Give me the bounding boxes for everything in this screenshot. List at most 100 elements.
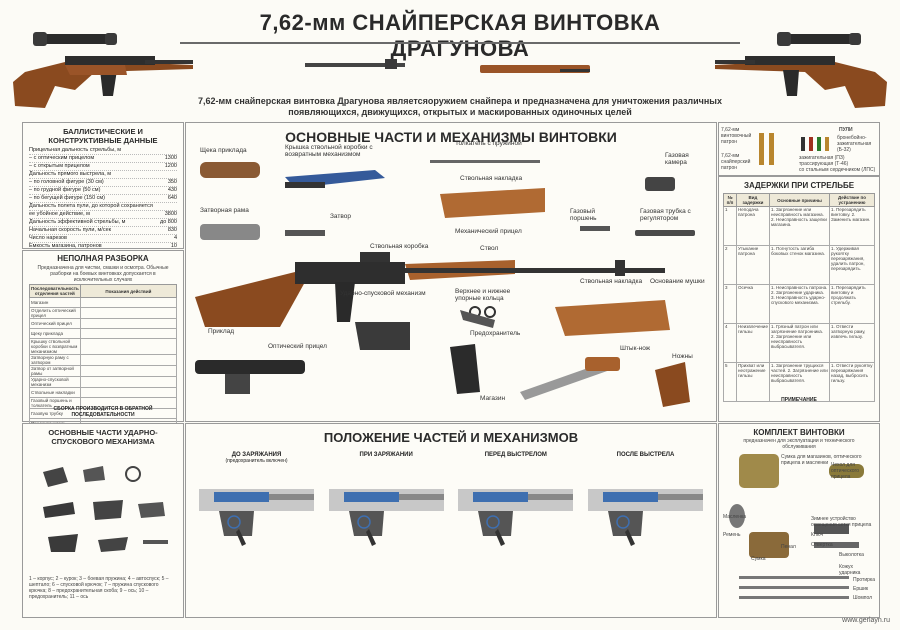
ballistic-key: Прицельная дальность стрельбы, м: [29, 147, 122, 153]
ballistic-value: 830: [167, 227, 177, 233]
delay-fix: 1. Перезарядить винтовку. 2. Заменить ма…: [829, 206, 875, 246]
delay-fix: 1. Перезарядить винтовку и продолжать ст…: [829, 284, 875, 324]
ballistic-row: Дальность полета пули, до которой сохран…: [29, 203, 177, 211]
label-gas-chamber: Газовая камера: [665, 152, 689, 166]
delays-panel: ЗАДЕРЖКИ ПРИ СТРЕЛЬБЕ № п/п Вид задержки…: [718, 176, 880, 422]
kit-label: Ершик: [853, 586, 869, 592]
trigger-parts-legend: 1 – корпус; 2 – курок; 3 – боевая пружин…: [29, 576, 169, 600]
delay-n: 1: [723, 206, 737, 246]
ballistic-key: – по грудной фигуре (50 см): [29, 187, 101, 193]
kit-drawing: [729, 454, 864, 599]
ballistic-title: БАЛЛИСТИЧЕСКИЕ И КОНСТРУКТИВНЫЕ ДАННЫЕ: [48, 127, 158, 145]
label-receiver: Ствольная коробка: [370, 243, 429, 250]
stage-diagram: [587, 489, 703, 546]
disassembly-action: [79, 297, 178, 308]
delay-n: 3: [723, 284, 737, 324]
disassembly-action: [79, 387, 178, 398]
delay-n: 5: [723, 362, 737, 402]
label-bolt: Затвор: [330, 213, 351, 220]
stage-diagram: [199, 489, 314, 546]
label-rear-sight: Механический прицел: [455, 228, 522, 235]
ammo-panel: 7,62-мм винтовочный патрон 7,62-мм снайп…: [718, 122, 880, 176]
label-front-sight: Основание мушки: [650, 278, 705, 285]
disassembly-subtitle: Предназначена для чистки, смазки и осмот…: [37, 265, 169, 283]
position-stage: ПОСЛЕ ВЫСТРЕЛА: [583, 452, 708, 602]
label-bolt-carrier: Затворная рама: [200, 207, 249, 214]
kit-label: Зимнее устройство освещения сетки прицел…: [811, 516, 872, 528]
ballistic-row: – по головной фигуре (30 см) 350: [29, 179, 177, 187]
kit-label: Ремень: [723, 532, 741, 538]
intro-text: 7,62-мм снайперская винтовка Драгунова я…: [197, 96, 723, 117]
disassembly-action: [79, 354, 178, 366]
disassembly-row: Магазин: [29, 297, 178, 308]
ballistic-key: – с оптическим прицелом: [29, 155, 95, 161]
disassembly-action: [79, 365, 178, 377]
top-center-parts: [305, 59, 590, 73]
delay-kind: Неподача патрона: [736, 206, 770, 246]
label-stock: Приклад: [208, 328, 235, 335]
ammo-label-7: со стальным сердечником (ЛПС): [799, 167, 876, 173]
delay-cause: 1. Загрязнение или неисправность магазин…: [768, 206, 831, 246]
label-scope: Оптический прицел: [268, 343, 327, 350]
delay-kind: Утыкание патрона: [736, 245, 770, 285]
kit-subtitle: предназначен для эксплуатации и техничес…: [743, 438, 855, 450]
label-barrel-cover: Ствольная накладка: [460, 175, 523, 182]
disassembly-col2: Показания действий: [79, 284, 178, 298]
disassembly-item: Ударно-спусковой механизм: [29, 376, 81, 388]
delay-fix: 1. Удерживая рукоятку перезаряжания, уда…: [829, 245, 875, 285]
ballistic-key: Начальная скорость пули, м/сек: [29, 227, 112, 233]
disassembly-item: Ствольные накладки: [29, 387, 81, 398]
delay-cause: 1. Грязный патрон или загрязнение патрон…: [768, 323, 831, 363]
disassembly-action: [79, 328, 178, 339]
disassembly-action: [79, 307, 178, 319]
ballistic-key: Дальность эффективной стрельбы, м: [29, 219, 126, 225]
ballistic-value: 350: [167, 179, 177, 185]
disassembly-row: Ударно-спусковой механизм: [29, 376, 178, 388]
delay-kind: Неизвлечение гильзы: [736, 323, 770, 363]
ballistic-value: 430: [167, 187, 177, 193]
label-safety: Предохранитель: [470, 330, 521, 337]
stage-diagram: [458, 489, 574, 546]
trigger-parts-drawing: [43, 466, 168, 552]
label-gas-piston: Газовый поршень: [570, 208, 597, 222]
kit-title: КОМПЛЕКТ ВИНТОВКИ: [753, 428, 845, 437]
delays-h2: Вид задержки: [736, 193, 770, 207]
disassembly-action: [79, 376, 178, 388]
footer-url: www.gerlayn.ru: [842, 617, 890, 624]
label-pusher: Толкатель с пружиной: [455, 140, 522, 147]
kit-label: Отвертка: [811, 542, 833, 548]
ballistic-row: – по грудной фигуре (50 см) 430: [29, 187, 177, 195]
ammo-label-6: трассирующая (Т-46): [799, 161, 849, 167]
disassembly-item: Щеку приклада: [29, 328, 81, 339]
position-stage: ПРИ ЗАРЯЖАНИИ: [324, 452, 449, 602]
trigger-parts-panel: ОСНОВНЫЕ ЧАСТИ УДАРНО-СПУСКОВОГО МЕХАНИЗ…: [22, 423, 184, 618]
kit-label: Пенал: [781, 544, 796, 550]
ammo-label-1: 7,62-мм винтовочный патрон: [721, 127, 752, 145]
ballistic-key: – по головной фигуре (30 см): [29, 179, 104, 185]
disassembly-row: Затвор от затворной рамы: [29, 365, 178, 377]
ballistic-key: – по бегущей фигуре (150 см): [29, 195, 106, 201]
disassembly-row: Щеку приклада: [29, 328, 178, 339]
positions-stages: ДО ЗАРЯЖАНИЯ(предохранитель включен)ПРИ …: [194, 452, 708, 612]
disassembly-action: [79, 318, 178, 329]
trigger-parts-title: ОСНОВНЫЕ ЧАСТИ УДАРНО-СПУСКОВОГО МЕХАНИЗ…: [48, 428, 158, 446]
disassembly-row: Крышку ствольной коробки с возвратным ме…: [29, 338, 178, 355]
kit-label: Сумка для магазинов, оптического прицела…: [781, 454, 862, 466]
disassembly-item: Магазин: [29, 297, 81, 308]
positions-title: ПОЛОЖЕНИЕ ЧАСТЕЙ И МЕХАНИЗМОВ: [323, 430, 579, 445]
kit-label: Протирка: [853, 577, 875, 583]
poster-title: 7,62-мм СНАЙПЕРСКАЯ ВИНТОВКА ДРАГУНОВА: [259, 10, 661, 61]
ballistic-key: Емкость магазина, патронов: [29, 243, 102, 249]
stage-title: ПЕРЕД ВЫСТРЕЛОМ: [484, 452, 547, 458]
label-trigger: Ударно-спусковой механизм: [340, 290, 426, 297]
delay-n: 2: [723, 245, 737, 285]
stage-diagram: [328, 489, 444, 546]
disassembly-action: [79, 338, 178, 355]
